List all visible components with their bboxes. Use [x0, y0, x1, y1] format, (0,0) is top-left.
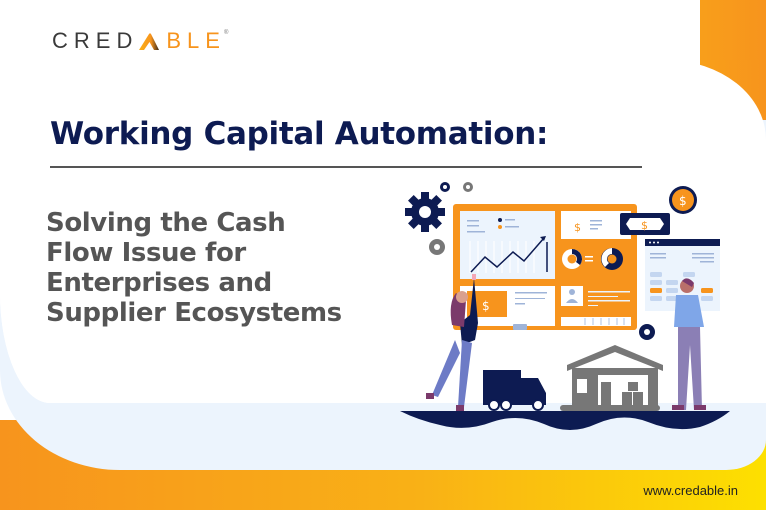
user-card-icon: [566, 289, 578, 303]
logo-a-mark-icon: [139, 33, 160, 50]
subtitle-line: Solving the Cash: [46, 208, 286, 238]
gear-icon-small-gray: [463, 182, 473, 192]
white-card-main: [0, 0, 700, 403]
dollar-icon: $: [574, 221, 581, 234]
logo-text-right: BLE: [166, 28, 226, 53]
website-link[interactable]: www.credable.in: [643, 483, 738, 498]
dashboard-illustration: $ $: [400, 182, 730, 430]
line-chart-icon: [470, 237, 545, 273]
ground-wave: [400, 411, 730, 430]
subtitle: Solving the Cash Flow Issue for Enterpri…: [46, 208, 406, 328]
svg-text:$: $: [482, 299, 490, 313]
subtitle-line: Supplier Ecosystems: [46, 298, 342, 328]
svg-text:$: $: [679, 194, 687, 208]
man-figure: [672, 278, 706, 410]
warehouse-icon: [560, 345, 663, 411]
svg-text:$: $: [641, 219, 648, 232]
woman-figure: [426, 274, 478, 411]
gear-icon-gray: [429, 239, 445, 255]
gear-icon-large: [405, 192, 445, 232]
credable-logo[interactable]: CRED BLE ®: [52, 28, 229, 53]
gear-icon-right: [639, 324, 655, 340]
donut-chart-icon: [562, 248, 623, 270]
page-title: Working Capital Automation:: [50, 116, 549, 152]
subtitle-line: Flow Issue for: [46, 238, 246, 268]
banknote-icon: $: [620, 213, 670, 235]
truck-icon: [483, 370, 546, 411]
dollar-coin-icon: $: [669, 186, 697, 214]
logo-text-left: CRED: [52, 28, 139, 53]
gear-icon-small-navy: [440, 182, 450, 192]
subtitle-line: Enterprises and: [46, 268, 272, 298]
registered-mark: ®: [223, 30, 229, 36]
title-underline: [50, 166, 642, 168]
